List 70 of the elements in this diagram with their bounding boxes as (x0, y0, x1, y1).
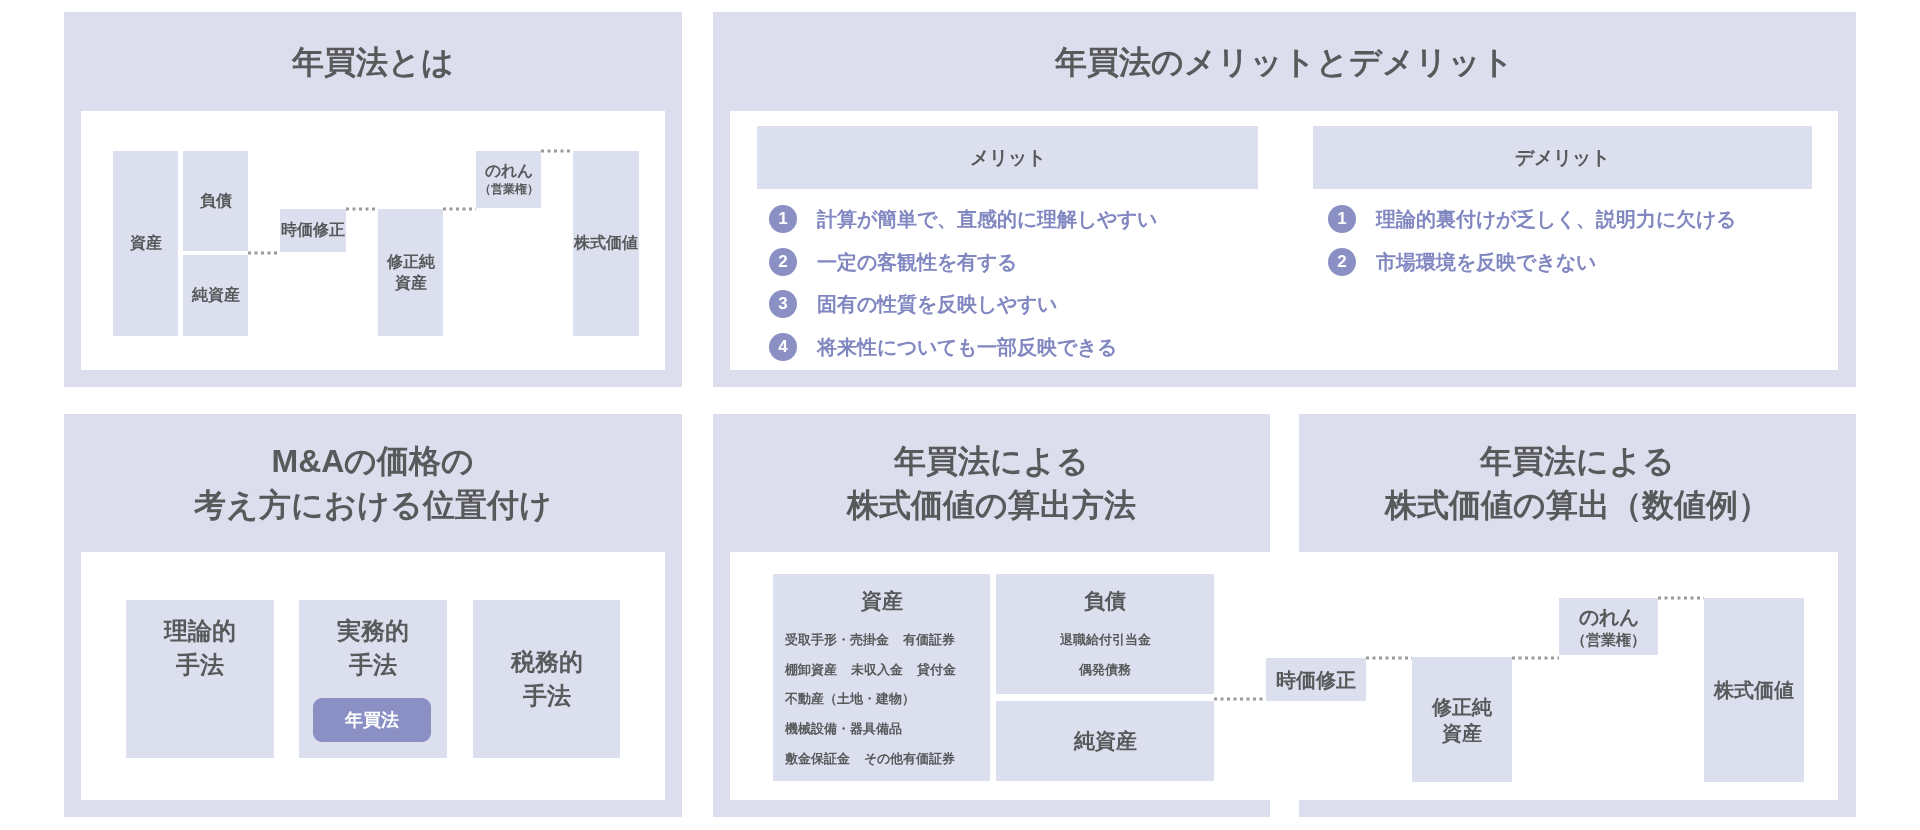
connector-line (248, 251, 280, 255)
list-item-text: 固有の性質を反映しやすい (817, 292, 1057, 317)
connector-line (1512, 656, 1559, 660)
item-label: 不動産（土地・建物） (785, 691, 915, 709)
box-label: （営業権） (478, 182, 539, 198)
box-label: 資産 (859, 588, 904, 614)
panel (713, 414, 1270, 817)
connector-line (541, 149, 573, 153)
connector-line (1214, 697, 1266, 701)
balance-box (476, 151, 541, 208)
box-label: のれん (484, 161, 533, 182)
box-label: 資産 (129, 233, 162, 254)
panel (64, 12, 682, 387)
box-label: 時価修正 (1276, 667, 1356, 693)
box-label: 修正純資産 (1431, 694, 1493, 746)
item-label: 貸付金 (917, 661, 956, 679)
item-label: 偶発債務 (1079, 661, 1131, 679)
box-label: 純資産 (191, 285, 240, 306)
panel-title: 年買法とは (290, 42, 455, 82)
balance-box (1412, 657, 1512, 782)
item-label: 受取手形・売掛金 (785, 632, 889, 650)
item-label: 退職給付引当金 (1059, 632, 1151, 650)
box-label: （営業権） (1571, 629, 1646, 650)
list-item-text: 一定の客観性を有する (817, 250, 1017, 275)
balance-box (1266, 658, 1366, 701)
method-label: 税務的手法 (509, 647, 584, 711)
box-label: 修正純資産 (385, 251, 436, 293)
item-label: 棚卸資産 (785, 661, 837, 679)
panel-title: 年買法による株式価値の算出（数値例） (1383, 442, 1771, 525)
list-item-text: 将来性についても一部反映できる (817, 335, 1117, 360)
balance-box (183, 255, 248, 336)
balance-box (378, 209, 443, 336)
item-label: 敷金保証金 (785, 750, 850, 768)
method-tag: 年買法 (313, 698, 431, 742)
balance-box (1704, 598, 1804, 782)
box-label: 株式価値 (1714, 678, 1794, 703)
list-item-text: 計算が簡単で、直感的に理解しやすい (817, 207, 1157, 232)
box-label: 株式価値 (574, 233, 638, 254)
method-label: 理論的手法 (162, 616, 237, 680)
column-header: デメリット (1313, 126, 1812, 189)
connector-line (346, 207, 378, 211)
box-label: 純資産 (1073, 728, 1137, 755)
panel-title: 年買法による株式価値の算出方法 (845, 442, 1137, 525)
panel-title: M&Aの価格の考え方における位置付け (193, 442, 553, 525)
balance-box (996, 701, 1214, 781)
balance-box (1559, 598, 1658, 655)
box-label: 時価修正 (281, 220, 345, 241)
item-label: 機械設備・器具備品 (785, 721, 902, 739)
list-item-text: 理論的裏付けが乏しく、説明力に欠ける (1376, 207, 1736, 232)
panel (64, 414, 682, 817)
balance-box (996, 574, 1214, 694)
balance-box (773, 574, 990, 781)
balance-box (183, 151, 248, 251)
box-label: のれん (1578, 604, 1639, 630)
box-label: 負債 (1083, 588, 1127, 614)
method-box (126, 600, 274, 758)
panel-title: 年買法のメリットとデメリット (1053, 42, 1515, 82)
method-box (473, 600, 620, 758)
balance-box (573, 151, 639, 336)
item-label: 未収入金 (851, 661, 903, 679)
list-item-text: 市場環境を反映できない (1376, 250, 1596, 275)
method-label: 実務的手法 (336, 616, 410, 680)
box-label: 負債 (199, 190, 232, 211)
item-label: 有価証券 (903, 632, 955, 650)
balance-box (280, 209, 346, 252)
method-box (299, 600, 447, 758)
panel (713, 12, 1856, 387)
column-header: メリット (757, 126, 1258, 189)
balance-box (113, 151, 178, 336)
item-label: その他有価証券 (864, 750, 955, 768)
